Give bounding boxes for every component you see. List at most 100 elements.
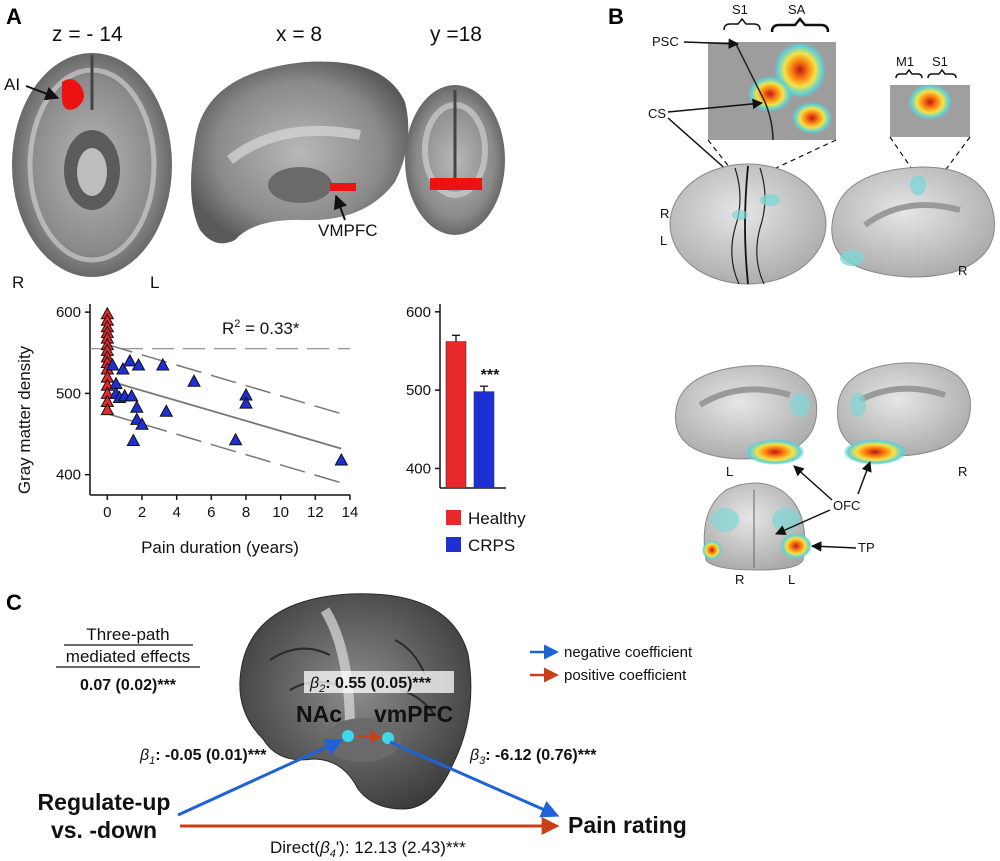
scatter-point-crps [135, 417, 149, 430]
scatter-x-tick-label: 14 [342, 504, 359, 521]
bar-y-tick-label: 500 [406, 382, 431, 399]
legend-label-crps: CRPS [468, 536, 515, 555]
scatter-point-crps [239, 396, 253, 409]
vmpfc-label-c: vmPFC [374, 701, 453, 727]
scatter-fit-line [107, 379, 342, 450]
bar-y-tick-label: 400 [406, 460, 431, 477]
l-label-ventral: L [788, 572, 795, 587]
path-a-arrow [177, 738, 344, 817]
scatter-y-tick-label: 600 [56, 304, 81, 321]
beta3-label: β3: -6.12 (0.76)*** [469, 747, 597, 767]
direct-effect-label: Direct(β4'): 12.13 (2.43)*** [270, 838, 466, 860]
scatter-point-healthy [100, 402, 115, 416]
scatter-y-tick-label: 500 [56, 385, 81, 402]
scatter-point-crps [105, 357, 120, 371]
mediation-title-line1: Three-path [86, 625, 169, 644]
panel-a-letter: A [6, 4, 22, 29]
ventral-cortex-view [702, 482, 812, 571]
coronal-activation-blob [430, 178, 482, 190]
mediation-effect-value: 0.07 (0.02)*** [80, 677, 177, 694]
mediation-brain-render [239, 593, 472, 810]
scatter-point-crps [159, 404, 174, 417]
ai-label: AI [4, 75, 20, 94]
r-label-axial: R [12, 273, 24, 292]
bar-significance-stars: *** [481, 367, 500, 384]
scatter-x-label: Pain duration (years) [141, 538, 299, 557]
s1-label: S1 [732, 2, 748, 17]
panel-c-letter: C [6, 590, 22, 615]
bar-y-tick-label: 600 [406, 304, 431, 321]
sagittal-brain-slice [191, 61, 409, 244]
legend-swatch-crps [446, 537, 461, 552]
nac-node [342, 730, 354, 742]
scatter-x-tick-label: 10 [272, 504, 289, 521]
beta1-label: β1: -0.05 (0.01)*** [139, 747, 267, 767]
medial-cortex-view-top [831, 166, 995, 278]
r2-annotation: R2 = 0.33* [222, 318, 300, 338]
l-label-dorsal: L [660, 233, 667, 248]
s1b-label: S1 [932, 54, 948, 69]
scatter-point-crps [334, 453, 349, 466]
scatter-ci-upper [107, 343, 342, 415]
legend-negative-coefficient: negative coefficient [564, 644, 693, 661]
scatter-point-crps [131, 357, 146, 371]
cs-label: CS [648, 106, 666, 121]
scatter-point-crps [187, 374, 201, 387]
ofc-label: OFC [833, 498, 860, 513]
right-medial-cortex-view [837, 362, 971, 465]
axial-brain-slice [12, 53, 172, 277]
bar-healthy [445, 341, 467, 489]
panel-b: B S1 SA PSC CS M1 S1 [608, 2, 995, 587]
scatter-y-tick-label: 400 [56, 467, 81, 484]
scatter-x-tick-label: 2 [138, 504, 146, 521]
l-label-bottom: L [726, 464, 733, 479]
mediation-title-block: Three-path mediated effects 0.07 (0.02)*… [56, 625, 200, 694]
scatter-point-crps [129, 400, 144, 413]
scatter-point-crps [124, 388, 139, 402]
r-label-medial-top: R [958, 263, 967, 278]
predictor-line2: vs. -down [51, 817, 157, 843]
r-label-dorsal: R [660, 206, 669, 221]
panel-a: A z = - 14 x = 8 y =18 AI R L VMPFC [4, 4, 526, 557]
bar-legend: Healthy CRPS [446, 509, 526, 555]
slice-label-axial: z = - 14 [52, 23, 123, 46]
mediation-title-line2: mediated effects [66, 647, 190, 666]
r-label-bottom: R [958, 464, 967, 479]
scatter-plot: Gray matter density Pain duration (years… [15, 304, 358, 557]
r-label-ventral: R [735, 572, 744, 587]
scatter-x-tick-label: 6 [207, 504, 215, 521]
scatter-point-crps [123, 353, 137, 367]
psc-label: PSC [652, 34, 679, 49]
scatter-point-crps [228, 432, 243, 446]
panel-b-letter: B [608, 4, 624, 29]
bar-crps [473, 391, 495, 489]
nac-label: NAc [296, 701, 342, 727]
m1-label: M1 [896, 54, 914, 69]
path-b-arrow [389, 740, 560, 818]
slice-label-coronal: y =18 [430, 23, 482, 46]
coronal-brain-slice [405, 85, 505, 235]
left-medial-cortex-view [674, 365, 818, 465]
dorsal-cortex-view [669, 163, 827, 285]
vmpfc-label-a: VMPFC [318, 221, 378, 240]
sa-label: SA [788, 2, 806, 17]
outcome-label: Pain rating [568, 812, 687, 838]
vmpfc-activation-blob [330, 183, 356, 191]
scatter-x-tick-label: 0 [103, 504, 111, 521]
legend-positive-coefficient: positive coefficient [564, 667, 687, 684]
predictor-line1: Regulate-up [38, 789, 171, 815]
beta2-label: β2: 0.55 (0.05)*** [309, 675, 432, 695]
legend-swatch-healthy [446, 510, 461, 525]
scatter-x-tick-label: 12 [307, 504, 324, 521]
l-label-axial: L [150, 273, 159, 292]
bar-chart: 400 500 600 *** [406, 304, 506, 489]
legend-label-healthy: Healthy [468, 509, 526, 528]
panel-c: C Three-path mediated effects 0.07 (0.02… [6, 590, 693, 860]
scatter-point-crps [155, 357, 170, 371]
scatter-y-label: Gray matter density [15, 345, 34, 494]
slice-label-sagittal: x = 8 [276, 23, 322, 46]
scatter-x-tick-label: 4 [172, 504, 180, 521]
scatter-point-crps [116, 361, 130, 375]
